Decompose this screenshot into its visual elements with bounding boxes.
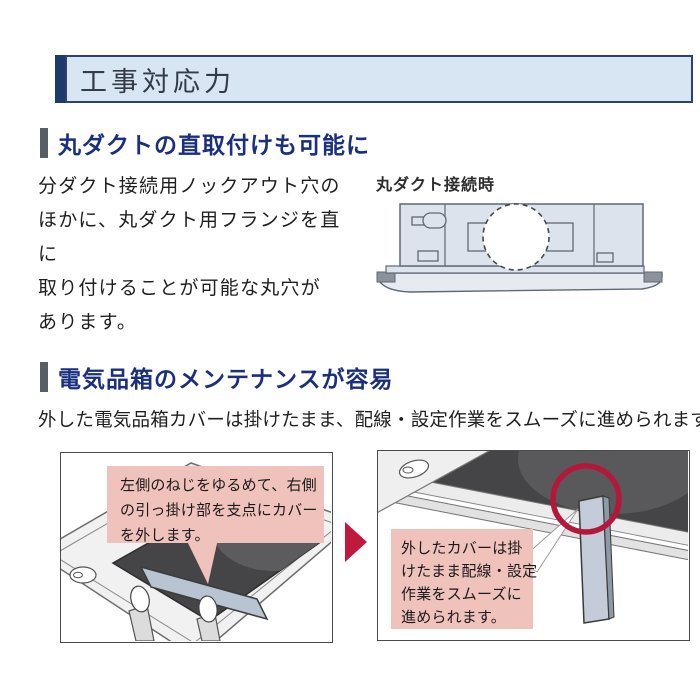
callout-line: けたまま配線・設定 <box>401 563 538 580</box>
callout-line: 作業をスムーズに <box>401 586 522 603</box>
section1-body: 分ダクト接続用ノックアウト穴の ほかに、丸ダクト用フランジを直に 取り付けること… <box>38 170 360 340</box>
step2-callout: 外したカバーは掛 けたまま配線・設定 作業をスムーズに 進められます。 <box>391 529 538 629</box>
section1-marker-bar <box>40 128 48 158</box>
page-title: 工事対応力 <box>80 66 235 97</box>
right-hand <box>198 595 218 623</box>
callout-line: 進められます。 <box>401 609 506 626</box>
small-knockout-left <box>417 250 439 262</box>
fan-housing-arc <box>518 451 688 514</box>
corner-vane-detail <box>73 571 83 579</box>
callout-tail <box>186 539 218 584</box>
electrical-box-cover <box>139 565 269 621</box>
left-hand <box>130 585 150 613</box>
body-line: 分ダクト接続用ノックアウト穴の <box>38 176 341 197</box>
body-line: 取り付けることが可能な丸穴が <box>38 278 321 299</box>
callout-line: を外します。 <box>120 527 210 544</box>
section2-marker-bar <box>40 362 48 392</box>
keyhole-slot <box>422 212 447 229</box>
step1-callout: 左側のねじをゆるめて、右側 の引っ掛け部を支点にカバー を外します。 <box>107 466 324 544</box>
step-arrow-icon <box>345 522 367 562</box>
section2-heading: 電気品箱のメンテナンスが容易 <box>58 366 394 392</box>
section2-body: 外した電気品箱カバーは掛けたまま、配線・設定作業をスムーズに進められます。 <box>38 411 700 431</box>
step1-figure: 左側のねじをゆるめて、右側 の引っ掛け部を支点にカバー を外します。 <box>60 452 333 643</box>
body-line: ほかに、丸ダクト用フランジを直に <box>38 210 341 265</box>
duct-figure-label: 丸ダクト接続時 <box>376 177 496 194</box>
hanging-cover-illustration <box>378 451 688 624</box>
callout-line: の引っ掛け部を支点にカバー <box>120 502 318 519</box>
round-duct-diagram <box>376 203 663 293</box>
corner-vane <box>398 459 430 479</box>
body-line: あります。 <box>38 312 138 333</box>
corner-vane-detail <box>402 466 414 474</box>
callout-line: 外したカバーは掛 <box>401 540 523 557</box>
ceiling-panel <box>377 272 663 293</box>
highlight-ring-icon <box>550 463 622 535</box>
callout-line: 左側のねじをゆるめて、右側 <box>120 477 317 494</box>
panel-end-cap-right <box>643 271 663 283</box>
round-duct-hole <box>482 203 550 271</box>
small-knockout-right <box>596 252 614 263</box>
step2-figure: 外したカバーは掛 けたまま配線・設定 作業をスムーズに 進められます。 <box>377 450 690 641</box>
section1-heading: 丸ダクトの直取付けも可能に <box>58 132 370 158</box>
page-header: 工事対応力 <box>65 55 693 103</box>
header-accent-bar <box>55 55 65 103</box>
